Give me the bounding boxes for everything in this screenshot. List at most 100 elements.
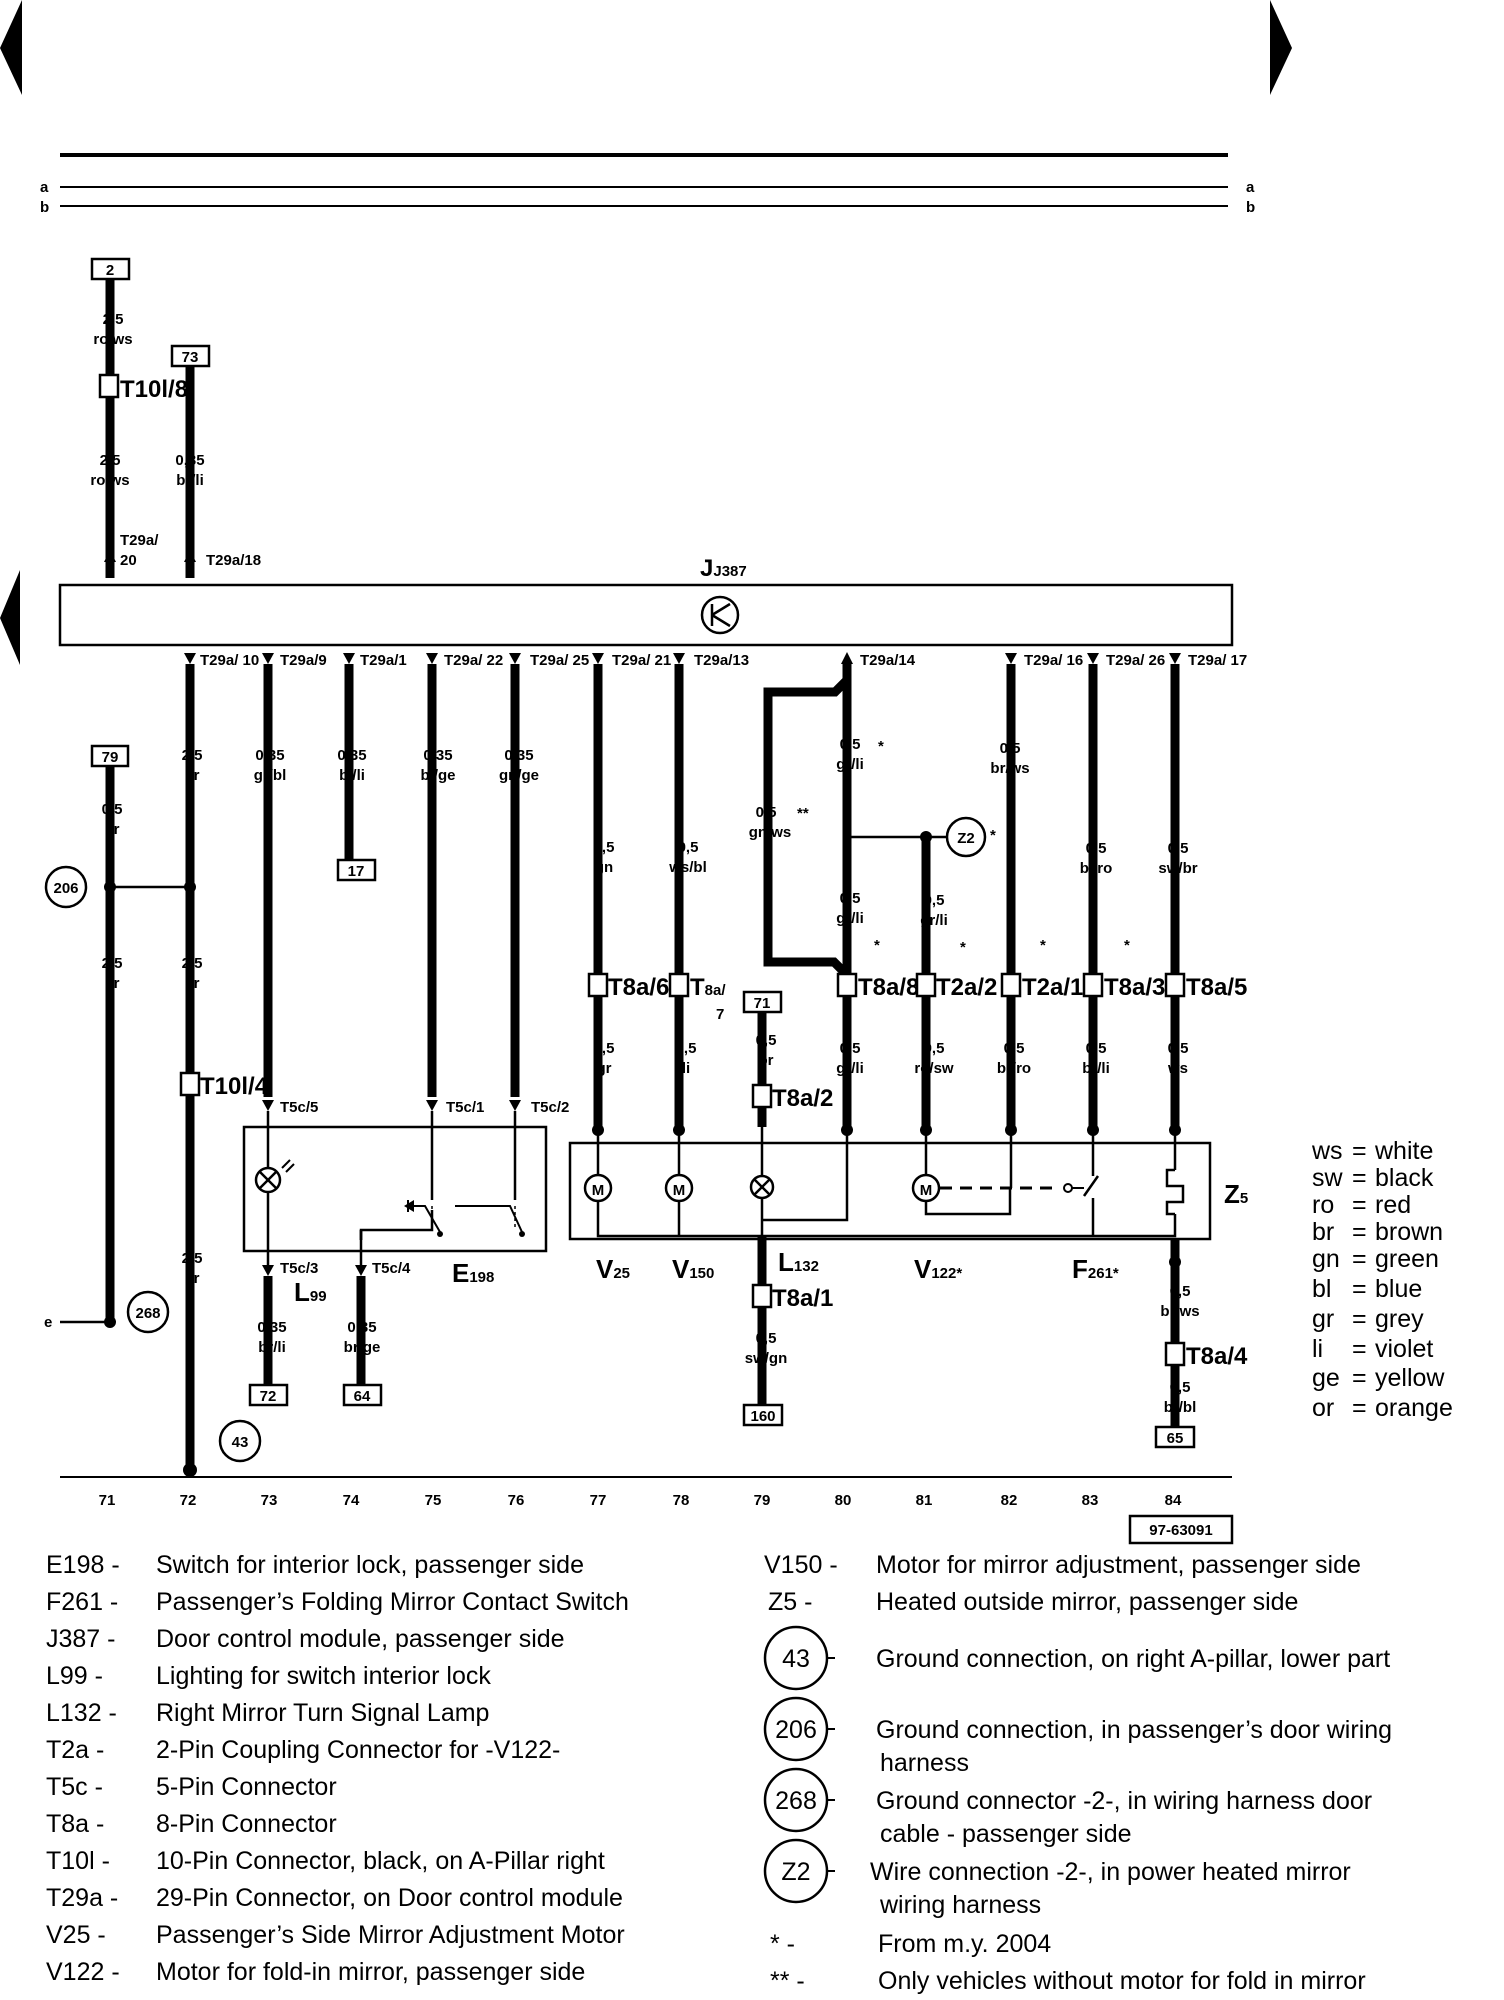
connector-T8a-7 bbox=[668, 972, 690, 998]
connector-T8a-4 bbox=[1164, 1341, 1186, 1367]
svg-text:0,5: 0,5 bbox=[840, 890, 861, 907]
page-forward-arrow[interactable] bbox=[1270, 0, 1292, 95]
svg-text:L132: L132 bbox=[778, 1247, 819, 1277]
svg-text:0,35: 0,35 bbox=[347, 1319, 376, 1336]
connector-T8a-1 bbox=[751, 1283, 773, 1309]
svg-text:0,35: 0,35 bbox=[257, 1319, 286, 1336]
bus-a-label-left: a bbox=[40, 179, 49, 196]
svg-text:0,5: 0,5 bbox=[594, 1040, 615, 1057]
column-numbers: 71 72 73 74 75 76 77 78 79 80 81 82 83 8… bbox=[99, 1492, 1182, 1509]
svg-text:bl/li: bl/li bbox=[339, 767, 365, 784]
svg-text:E198 -Switch for interior lock: E198 -Switch for interior lock, passenge… bbox=[46, 1551, 584, 1579]
connector-T10l-4 bbox=[179, 1071, 201, 1097]
svg-text:br/li: br/li bbox=[258, 1339, 286, 1356]
svg-text:J387 -Door control module, pas: J387 -Door control module, passenger sid… bbox=[46, 1625, 565, 1653]
svg-text:83: 83 bbox=[1082, 1492, 1099, 1509]
svg-text:*: * bbox=[1124, 937, 1130, 954]
connector-T8a-6 bbox=[587, 972, 609, 998]
svg-text:sw=black: sw=black bbox=[1312, 1164, 1434, 1192]
svg-text:T5c -5-Pin Connector: T5c -5-Pin Connector bbox=[46, 1773, 337, 1801]
svg-text:2,5: 2,5 bbox=[102, 955, 123, 972]
svg-text:bl/ge: bl/ge bbox=[420, 767, 455, 784]
door-control-module-J387[interactable] bbox=[58, 583, 1234, 647]
splice-Z2 bbox=[945, 816, 987, 858]
electronic-icon bbox=[700, 595, 740, 635]
svg-text:71: 71 bbox=[754, 995, 771, 1012]
reference-number-box bbox=[1128, 1514, 1234, 1545]
svg-text:T5c/1: T5c/1 bbox=[446, 1099, 484, 1116]
svg-text:0,5: 0,5 bbox=[840, 736, 861, 753]
svg-text:Ground connector -2-, in wirin: Ground connector -2-, in wiring harness … bbox=[876, 1787, 1372, 1815]
svg-text:F261*: F261* bbox=[1072, 1254, 1119, 1284]
svg-text:64: 64 bbox=[354, 1388, 371, 1405]
svg-text:84: 84 bbox=[1165, 1492, 1182, 1509]
svg-text:ws: ws bbox=[1167, 1060, 1188, 1077]
bus-b-label-right: b bbox=[1246, 199, 1255, 216]
svg-text:T10l/8: T10l/8 bbox=[120, 376, 188, 403]
svg-text:br/ro: br/ro bbox=[997, 1060, 1031, 1077]
svg-text:77: 77 bbox=[590, 1492, 607, 1509]
svg-text:T2a/2: T2a/2 bbox=[936, 974, 997, 1001]
svg-text:65: 65 bbox=[1167, 1430, 1184, 1447]
svg-text:0,35: 0,35 bbox=[504, 747, 533, 764]
svg-text:br/ge: br/ge bbox=[344, 1339, 381, 1356]
bus-b-label-left: b bbox=[40, 199, 49, 216]
module-label: JJ387 bbox=[700, 555, 747, 582]
svg-text:2,5: 2,5 bbox=[182, 747, 203, 764]
svg-text:2,5: 2,5 bbox=[182, 1250, 203, 1267]
svg-text:T5c/3: T5c/3 bbox=[280, 1260, 318, 1277]
svg-text:T29a/ 17: T29a/ 17 bbox=[1188, 652, 1247, 669]
svg-text:43: 43 bbox=[232, 1434, 249, 1451]
svg-text:0,5: 0,5 bbox=[756, 804, 777, 821]
svg-text:0,5: 0,5 bbox=[1004, 1040, 1025, 1057]
svg-text:7: 7 bbox=[716, 1006, 724, 1023]
svg-text:sw/gn: sw/gn bbox=[745, 1350, 788, 1367]
svg-text:Z2: Z2 bbox=[781, 1858, 810, 1886]
svg-text:T29a/18: T29a/18 bbox=[206, 552, 261, 569]
svg-text:73: 73 bbox=[261, 1492, 278, 1509]
svg-text:80: 80 bbox=[835, 1492, 852, 1509]
connector-T8a-2 bbox=[751, 1083, 773, 1109]
ref-box-2-label: 2 bbox=[106, 262, 114, 279]
svg-text:0,5: 0,5 bbox=[1000, 740, 1021, 757]
svg-text:V25: V25 bbox=[596, 1254, 630, 1284]
module-pins: T29a/ 10 T29a/9 T29a/1 T29a/ 22 T29a/ 25… bbox=[184, 652, 1247, 669]
svg-text:17: 17 bbox=[348, 863, 365, 880]
ref-box-64 bbox=[342, 1383, 383, 1407]
svg-text:V150: V150 bbox=[672, 1254, 714, 1284]
legend-right: V150 -Motor for mirror adjustment, passe… bbox=[763, 1551, 1392, 1995]
svg-text:L132 -Right Mirror Turn Signal: L132 -Right Mirror Turn Signal Lamp bbox=[46, 1699, 489, 1727]
svg-text:Z5: Z5 bbox=[1224, 1179, 1248, 1209]
ref-box-17 bbox=[336, 858, 377, 882]
svg-text:V150 -Motor for mirror adjustm: V150 -Motor for mirror adjustment, passe… bbox=[764, 1551, 1361, 1579]
switch-interior-lock-E198[interactable] bbox=[242, 1125, 548, 1253]
svg-text:** -Only vehicles without m: ** -Only vehicles without motor for fold… bbox=[770, 1967, 1366, 1995]
svg-text:gn: gn bbox=[595, 859, 613, 876]
svg-text:2,5: 2,5 bbox=[182, 955, 203, 972]
svg-text:T5c/5: T5c/5 bbox=[280, 1099, 318, 1116]
heater-element-icon bbox=[1165, 1130, 1185, 1228]
svg-text:T29a/13: T29a/13 bbox=[694, 652, 749, 669]
svg-text:V122 -Motor for fold-in mirror: V122 -Motor for fold-in mirror, passenge… bbox=[46, 1958, 585, 1986]
svg-text:72: 72 bbox=[260, 1388, 277, 1405]
svg-text:gr/li: gr/li bbox=[836, 910, 864, 927]
svg-text:72: 72 bbox=[180, 1492, 197, 1509]
svg-text:0,35: 0,35 bbox=[255, 747, 284, 764]
ref-box-65 bbox=[1154, 1425, 1196, 1449]
svg-text:74: 74 bbox=[343, 1492, 360, 1509]
svg-text:206: 206 bbox=[775, 1716, 817, 1744]
svg-text:gn/ws: gn/ws bbox=[749, 824, 792, 841]
svg-text:li=violet: li=violet bbox=[1312, 1335, 1433, 1363]
svg-text:T8a/6: T8a/6 bbox=[608, 974, 669, 1001]
svg-text:br/ws: br/ws bbox=[1160, 1303, 1199, 1320]
svg-text:T8a/3: T8a/3 bbox=[1104, 974, 1165, 1001]
svg-text:* -From m.y. 2004: * -From m.y. 2004 bbox=[770, 1930, 1051, 1958]
svg-text:0,5: 0,5 bbox=[676, 1040, 697, 1057]
svg-text:ws/bl: ws/bl bbox=[668, 859, 707, 876]
svg-text:bl/ro: bl/ro bbox=[1080, 860, 1113, 877]
svg-text:gn/ge: gn/ge bbox=[499, 767, 539, 784]
ground-43 bbox=[218, 1419, 262, 1463]
wire-color-legend: ws=white sw=black ro=red br=brown gn=gre… bbox=[1311, 1137, 1453, 1422]
page-back-arrow[interactable] bbox=[0, 0, 22, 95]
svg-text:0,35: 0,35 bbox=[423, 747, 452, 764]
